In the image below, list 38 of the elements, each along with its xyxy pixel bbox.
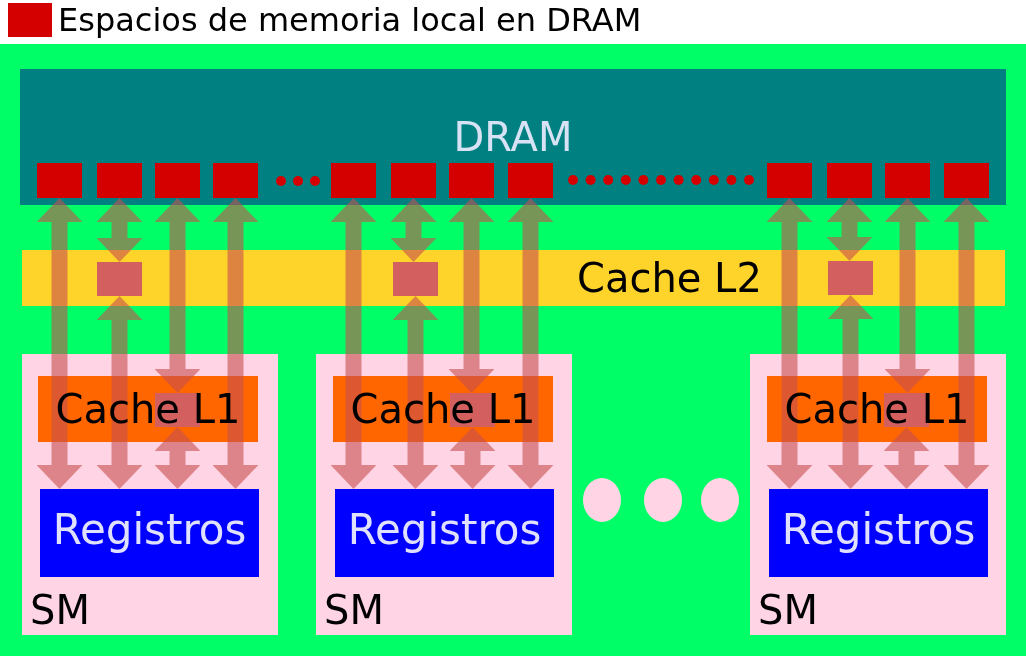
memory-block [393, 262, 438, 296]
sm-panel [316, 354, 572, 635]
memory-block [767, 163, 812, 198]
memory-block [331, 163, 376, 198]
memory-block [37, 163, 82, 198]
sm-label: SM [30, 590, 90, 630]
register-box [769, 489, 988, 577]
band-label: DRAM [452, 117, 574, 157]
memory-block [885, 163, 930, 198]
cache-box [333, 376, 553, 442]
sm-panel [750, 354, 1006, 635]
sm-label: SM [324, 590, 384, 630]
memory-block [97, 262, 142, 296]
memory-block [828, 261, 873, 295]
memory-band [20, 69, 1006, 205]
memory-block [155, 163, 200, 198]
memory-block [827, 163, 872, 198]
cache-band [22, 250, 1005, 306]
memory-block [391, 163, 436, 198]
cache-label: Cache L1 [54, 389, 242, 429]
register-label: Registros [51, 509, 248, 551]
cache-label: Cache L1 [783, 389, 971, 429]
register-label: Registros [346, 509, 543, 551]
band-label: Cache L2 [577, 258, 762, 298]
memory-block [449, 163, 494, 198]
sm-label: SM [758, 590, 818, 630]
memory-block [97, 163, 142, 198]
memory-block [944, 163, 989, 198]
cache-label: Cache L1 [349, 389, 537, 429]
memory-block [508, 163, 553, 198]
register-box [335, 489, 554, 577]
sm-panel [22, 354, 278, 635]
register-label: Registros [780, 509, 977, 551]
cache-box [38, 376, 258, 442]
legend-label: Espacios de memoria local en DRAM [58, 4, 642, 36]
cache-box [767, 376, 987, 442]
register-box [40, 489, 259, 577]
memory-block [213, 163, 258, 198]
